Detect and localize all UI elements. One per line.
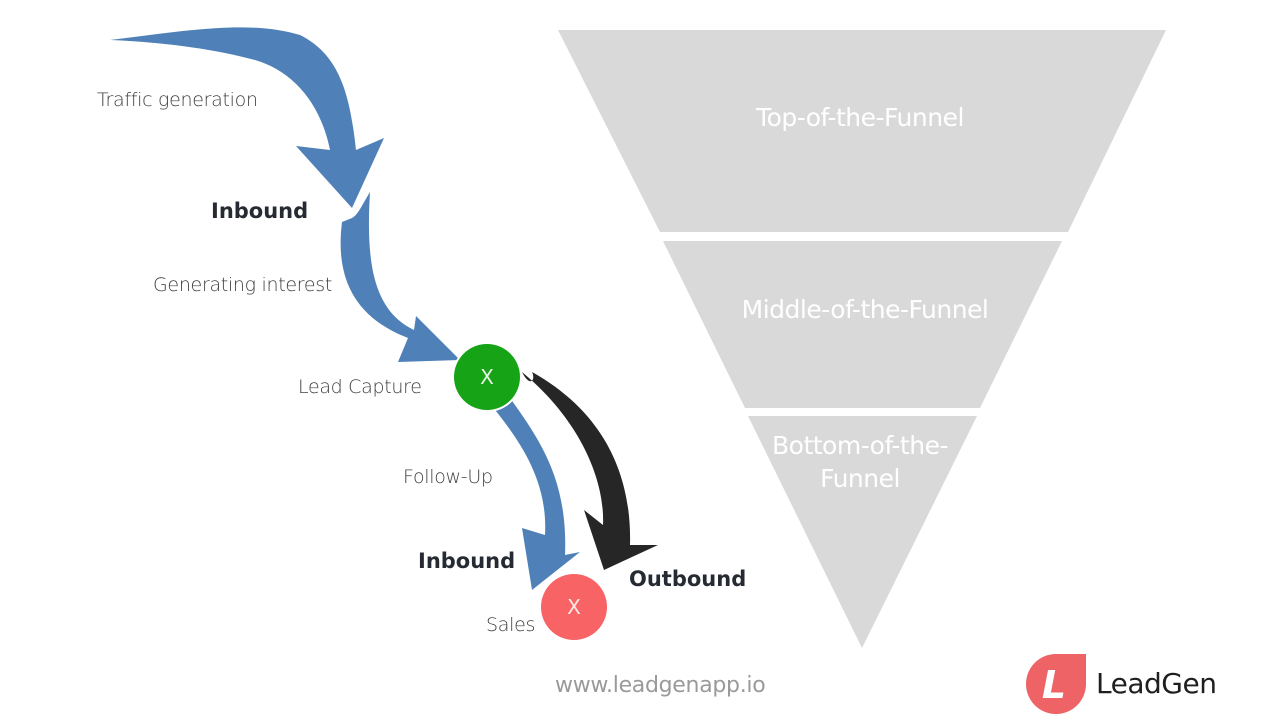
x-mark-icon: X	[567, 595, 581, 619]
step-label-follow-up: Follow-Up	[403, 466, 493, 488]
funnel-stage-bottom-label: Bottom-of-the- Funnel	[740, 429, 980, 495]
website-url[interactable]: www.leadgenapp.io	[555, 673, 766, 698]
funnel-stage-middle	[663, 241, 1062, 408]
funnel-stage-middle-text: Middle-of-the-Funnel	[741, 295, 989, 324]
funnel-stage-middle-label: Middle-of-the-Funnel	[700, 293, 1030, 326]
logo-letter: L	[1042, 663, 1066, 707]
funnel-stage-bottom-text-line2: Funnel	[820, 464, 900, 493]
step-label-lead-capture: Lead Capture	[298, 376, 422, 398]
channel-label-inbound-top: Inbound	[211, 199, 309, 223]
channel-label-outbound: Outbound	[629, 567, 747, 591]
outbound-arrow	[522, 372, 658, 570]
leadgen-logo-icon: L	[1026, 654, 1086, 714]
inbound-arrow-traffic	[110, 27, 384, 208]
lead-capture-node: X	[454, 344, 520, 410]
funnel-stage-bottom-text-line1: Bottom-of-the-	[772, 431, 948, 460]
x-mark-icon: X	[480, 365, 494, 389]
step-label-generating-interest: Generating interest	[153, 274, 333, 296]
inbound-arrow-followup	[487, 398, 580, 590]
step-label-sales: Sales	[486, 614, 536, 636]
sales-node: X	[541, 574, 607, 640]
funnel-stage-top-label: Top-of-the-Funnel	[700, 101, 1020, 134]
funnel-stage-top	[558, 30, 1166, 232]
inbound-arrow-interest	[340, 192, 460, 362]
channel-label-inbound-bottom: Inbound	[418, 549, 516, 573]
funnel-stage-bottom	[748, 416, 977, 648]
step-label-traffic-generation: Traffic generation	[97, 89, 258, 111]
brand-name: LeadGen	[1096, 667, 1217, 700]
funnel-stage-top-text: Top-of-the-Funnel	[756, 103, 964, 132]
